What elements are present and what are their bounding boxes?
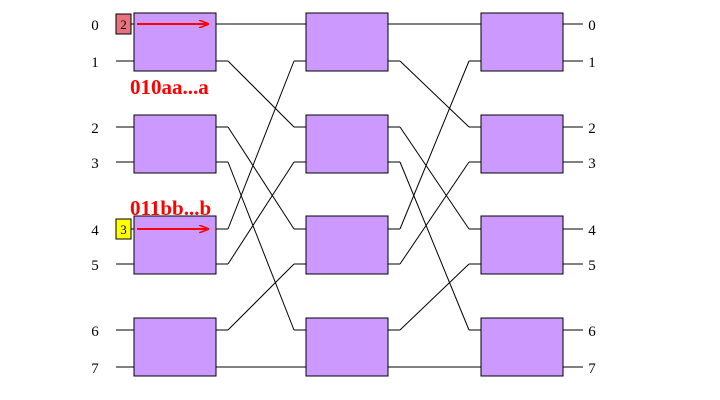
switch-box bbox=[133, 215, 217, 275]
input-port-label: 4 bbox=[91, 223, 99, 239]
output-port-label: 1 bbox=[588, 55, 596, 71]
output-port-label: 2 bbox=[588, 121, 596, 137]
switch-box bbox=[133, 12, 217, 72]
switch-box bbox=[480, 215, 564, 275]
switch-box bbox=[305, 114, 389, 174]
shuffle-wire bbox=[227, 161, 295, 265]
output-port-label: 7 bbox=[588, 361, 596, 377]
shuffle-wire bbox=[227, 60, 295, 230]
switch-box bbox=[133, 114, 217, 174]
shuffle-wire bbox=[399, 60, 470, 128]
input-port-label: 6 bbox=[91, 324, 99, 340]
switch-box bbox=[305, 317, 389, 377]
shuffle-wire bbox=[227, 263, 295, 331]
input-port-labels: 0 1 2 3 4 5 6 7 bbox=[91, 18, 99, 377]
switch-box bbox=[480, 12, 564, 72]
output-port-label: 4 bbox=[588, 223, 596, 239]
shuffle-wire bbox=[399, 161, 470, 331]
output-port-label: 5 bbox=[588, 258, 596, 274]
shuffle-wire bbox=[399, 263, 470, 331]
shuffle-wire bbox=[399, 161, 470, 265]
packet-sequence-label: 010aa...a bbox=[130, 75, 209, 99]
shuffle-wire bbox=[399, 60, 470, 230]
switch-box bbox=[305, 215, 389, 275]
input-port-label: 2 bbox=[91, 121, 99, 137]
shuffle-wire bbox=[227, 60, 295, 128]
input-port-label: 3 bbox=[91, 156, 99, 172]
shuffle-wire bbox=[399, 126, 470, 230]
interconnect-wires bbox=[116, 23, 583, 368]
switch-box bbox=[305, 12, 389, 72]
packet: 2 010aa...a bbox=[115, 13, 209, 99]
switch-box bbox=[480, 114, 564, 174]
output-port-labels: 0 1 2 3 4 5 6 7 bbox=[588, 18, 596, 377]
switch-stages bbox=[133, 12, 564, 377]
input-port-label: 1 bbox=[91, 55, 99, 71]
packet-tag-label: 3 bbox=[120, 222, 127, 237]
input-port-label: 7 bbox=[91, 361, 99, 377]
shuffle-wire bbox=[227, 161, 295, 331]
output-port-label: 0 bbox=[588, 18, 596, 34]
switch-box bbox=[480, 317, 564, 377]
output-port-label: 3 bbox=[588, 156, 596, 172]
input-port-label: 5 bbox=[91, 258, 99, 274]
input-port-label: 0 bbox=[91, 18, 99, 34]
packet-tag-box bbox=[115, 218, 132, 240]
output-port-label: 6 bbox=[588, 324, 596, 340]
switch-box bbox=[133, 317, 217, 377]
packet-sequence-label: 011bb...b bbox=[130, 196, 211, 220]
shuffle-wire bbox=[227, 126, 295, 230]
packet-tag-label: 2 bbox=[120, 17, 127, 32]
packet-tag-box bbox=[115, 13, 132, 35]
